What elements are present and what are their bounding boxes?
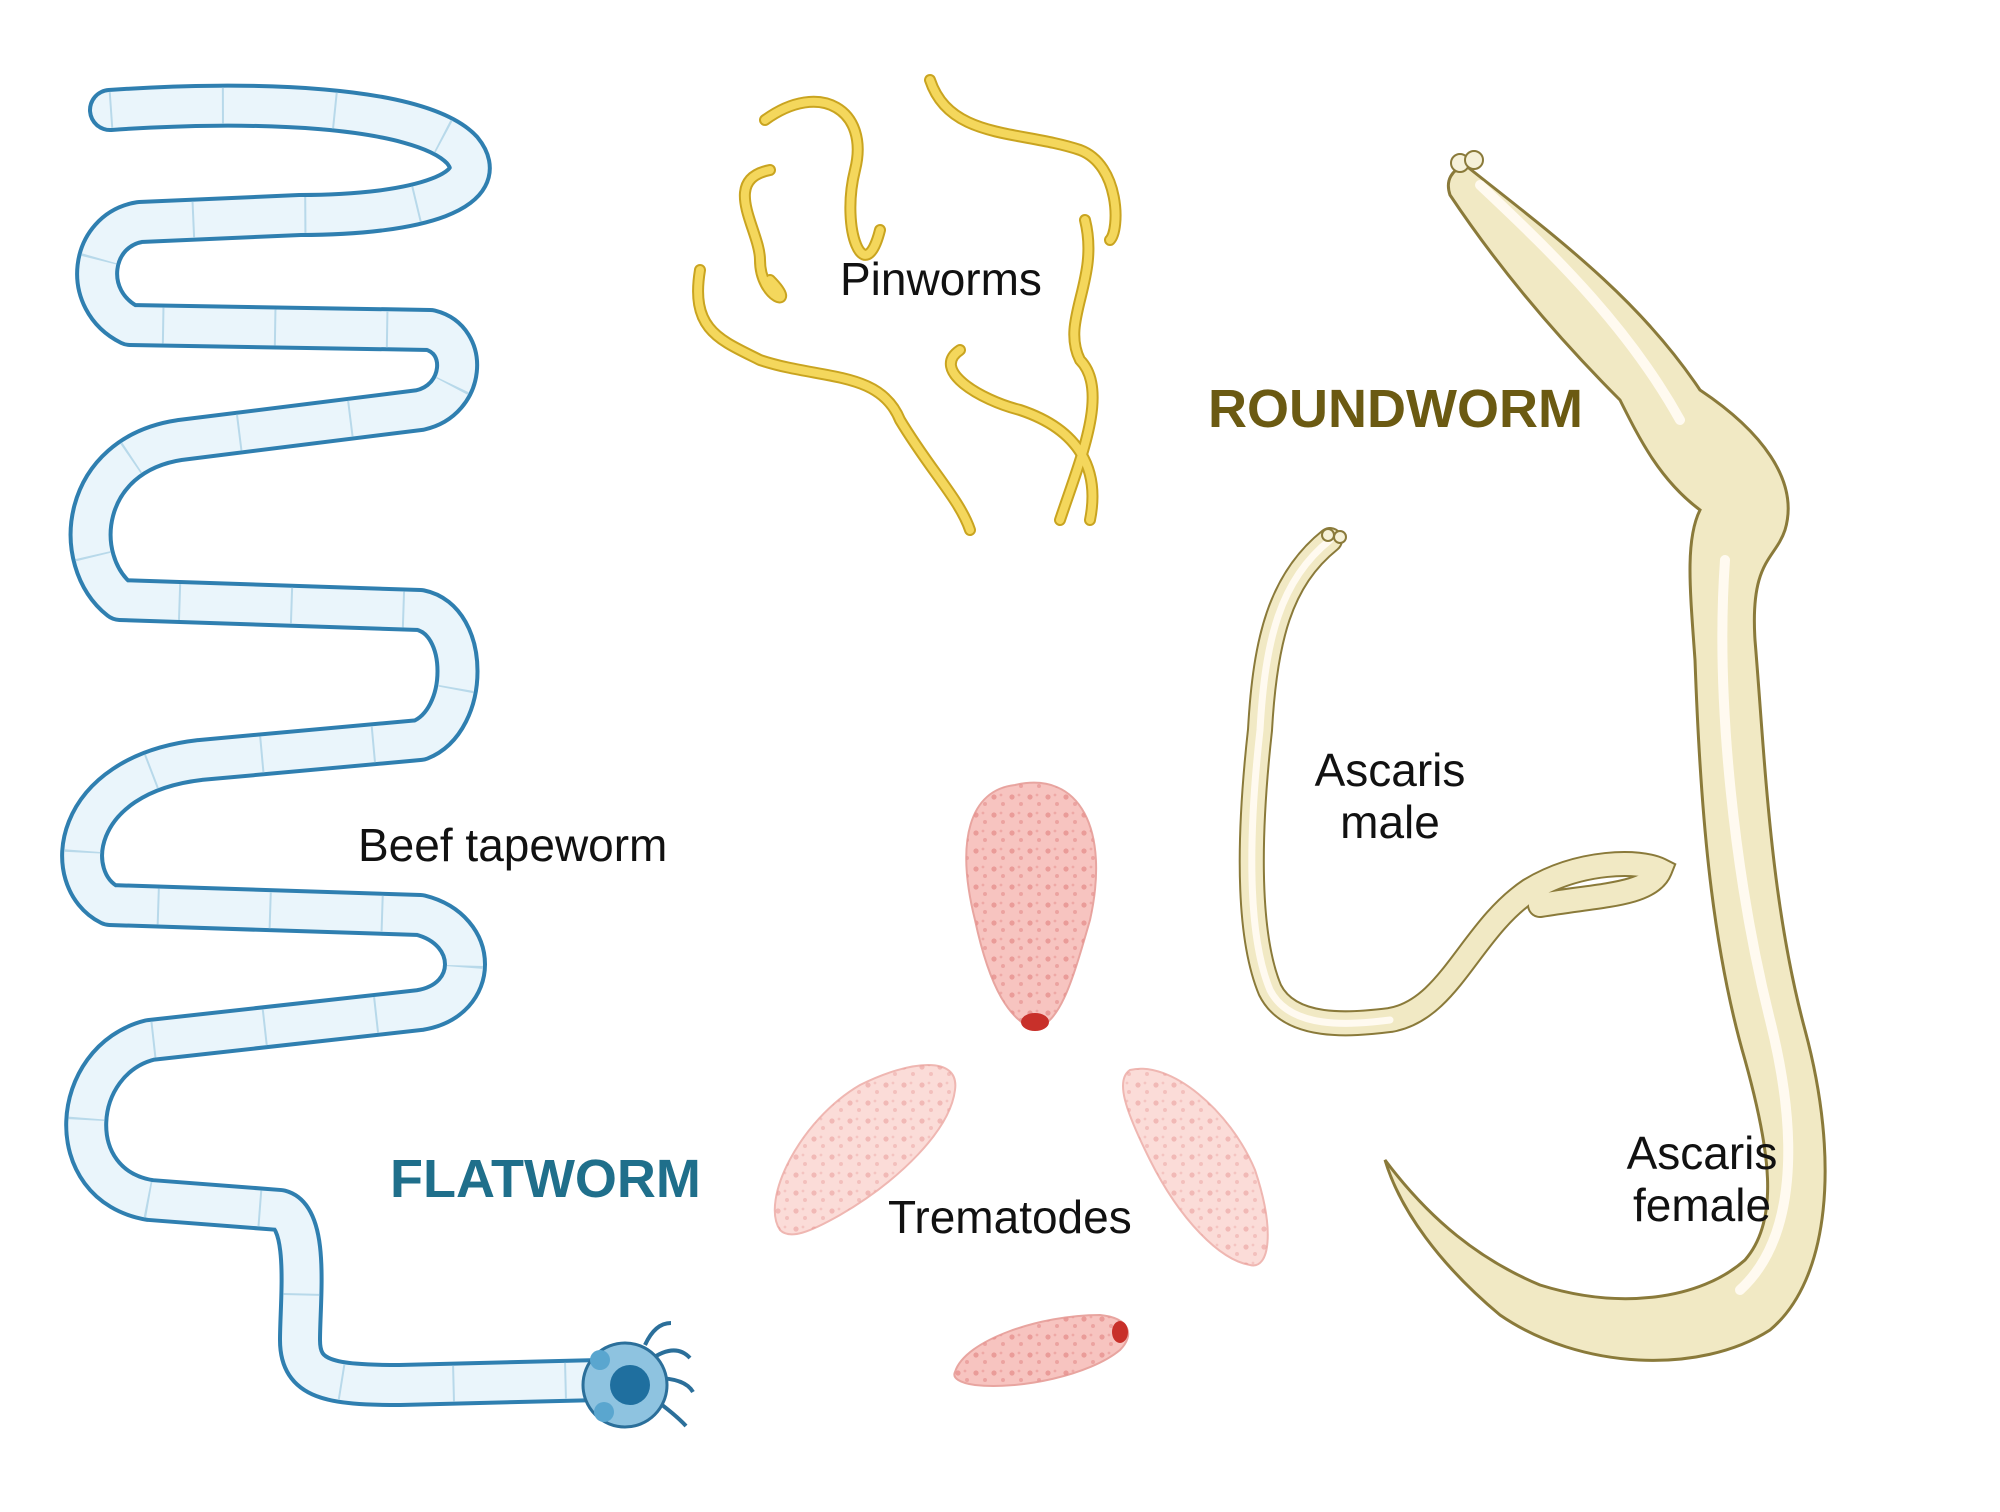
ascaris-female-label-line2: female — [1632, 1178, 1772, 1231]
beef-tapeworm — [60, 83, 695, 1429]
trematodes — [773, 781, 1269, 1387]
ascaris-male-label-line2: male — [1340, 795, 1440, 848]
trematodes-label: Trematodes — [888, 1191, 1132, 1243]
flatworm-heading: FLATWORM — [390, 1149, 701, 1209]
ascaris-male-label: Ascaris male — [1300, 744, 1480, 848]
trematode-left — [773, 1064, 957, 1236]
roundworm-heading: ROUNDWORM — [1208, 379, 1583, 439]
ascaris-male-label-line1: Ascaris — [1314, 744, 1466, 796]
tapeworm-scolex — [581, 1321, 695, 1429]
ascaris-female-label-line1: Ascaris — [1626, 1127, 1778, 1179]
trematode-bottom — [953, 1313, 1130, 1387]
pinworms-label: Pinworms — [840, 253, 1042, 305]
ascaris-female — [1383, 150, 1827, 1362]
beef-tapeworm-label: Beef tapeworm — [358, 819, 668, 871]
ascaris-female-label: Ascaris female — [1612, 1127, 1792, 1231]
pinworms — [692, 74, 1122, 536]
trematode-top — [965, 781, 1098, 1032]
trematode-right — [1122, 1067, 1269, 1267]
ascaris-male — [1238, 527, 1677, 1037]
